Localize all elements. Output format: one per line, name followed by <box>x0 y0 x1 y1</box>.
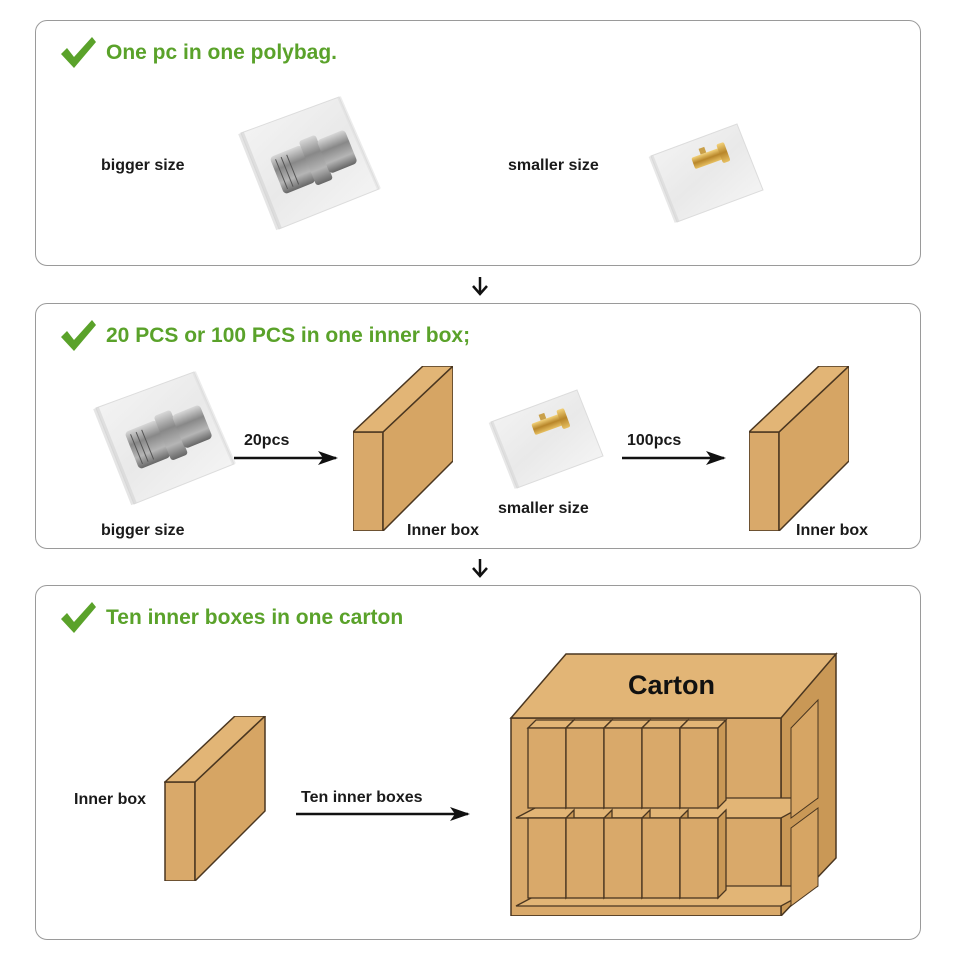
down-arrow-icon <box>472 277 488 296</box>
bigger-polybag-image <box>219 93 389 233</box>
carton-label: Carton <box>628 670 715 700</box>
panel-heading: 20 PCS or 100 PCS in one inner box; <box>58 318 470 354</box>
right-arrow-icon <box>622 451 726 465</box>
inner-box-image <box>353 366 453 531</box>
carton-inner-box <box>679 808 727 900</box>
panel-heading: Ten inner boxes in one carton <box>58 600 403 636</box>
smaller-size-label: smaller size <box>498 500 589 517</box>
heading-text: 20 PCS or 100 PCS in one inner box; <box>106 324 471 347</box>
inner-box-label: Inner box <box>74 791 147 808</box>
smaller-size-label: smaller size <box>508 157 599 174</box>
heading-text: One pc in one polybag. <box>106 41 338 64</box>
check-icon <box>58 35 98 71</box>
carton-inner-box <box>678 718 728 810</box>
carton-image <box>509 652 838 916</box>
arrow-label-100pcs: 100pcs <box>627 432 682 449</box>
inner-box-panel: 20 PCS or 100 PCS in one inner box; bigg… <box>35 303 921 549</box>
polybag-panel: One pc in one polybag. bigger size small… <box>35 20 921 266</box>
right-arrow-icon <box>296 807 470 821</box>
inner-box-image <box>164 716 266 881</box>
heading-text: Ten inner boxes in one carton <box>106 606 404 629</box>
smaller-polybag-image <box>481 384 611 494</box>
check-icon <box>58 318 98 354</box>
inner-box-label: Inner box <box>796 522 869 539</box>
inner-box-image <box>749 366 849 531</box>
down-arrow-icon <box>472 559 488 578</box>
arrow-label-20pcs: 20pcs <box>244 432 290 449</box>
right-arrow-icon <box>234 451 338 465</box>
inner-box-label: Inner box <box>407 522 480 539</box>
panel-heading: One pc in one polybag. <box>58 35 337 71</box>
smaller-polybag-image <box>641 118 771 228</box>
bigger-size-label: bigger size <box>101 522 185 539</box>
carton-panel: Ten inner boxes in one carton Inner box … <box>35 585 921 940</box>
bigger-size-label: bigger size <box>101 157 185 174</box>
bigger-polybag-image <box>74 368 244 508</box>
check-icon <box>58 600 98 636</box>
arrow-label-ten-inner-boxes: Ten inner boxes <box>301 789 423 806</box>
